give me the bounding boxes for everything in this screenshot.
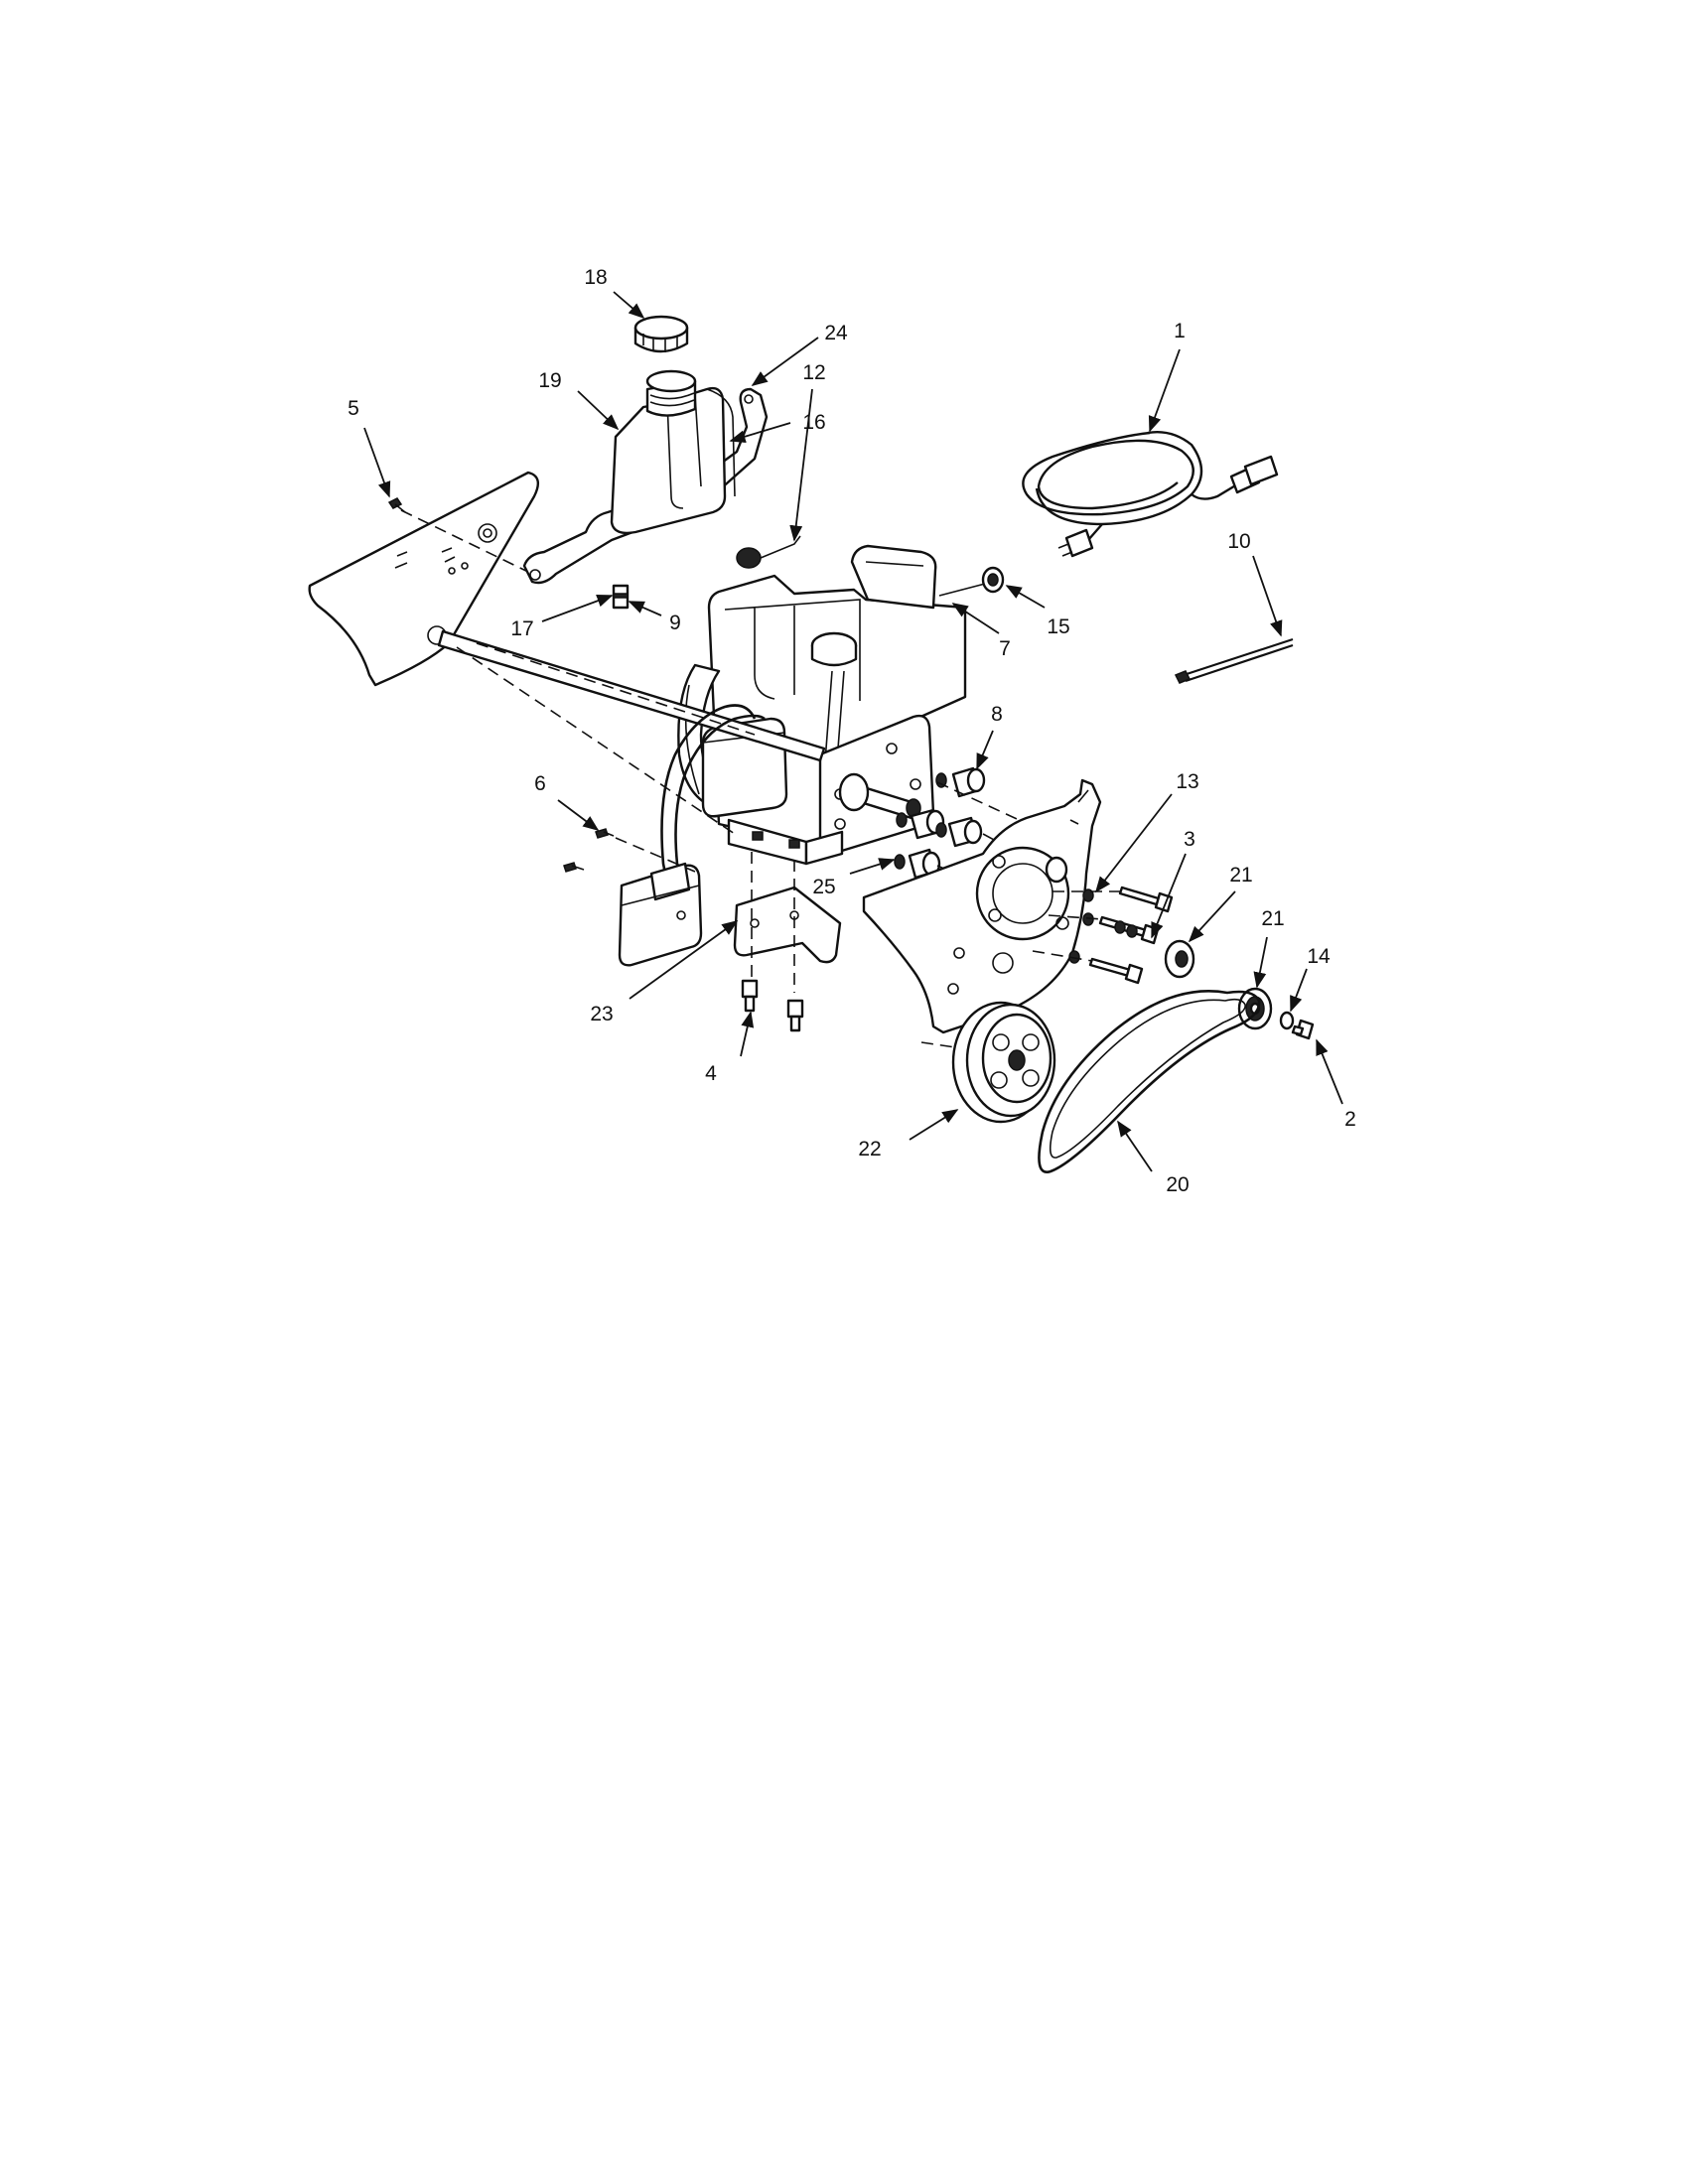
fuel-cap [633, 315, 689, 353]
leader-lines [363, 291, 1343, 1172]
callout-4: 4 [705, 1062, 717, 1085]
callout-9: 9 [669, 612, 681, 634]
spacers [894, 766, 986, 880]
ignition-lead [660, 704, 766, 894]
callout-8: 8 [991, 703, 1003, 726]
callout-19: 19 [538, 369, 561, 392]
callout-15: 15 [1047, 615, 1069, 638]
callout-20: 20 [1166, 1173, 1189, 1196]
bolts-4 [741, 979, 804, 1032]
callout-23: 23 [590, 1003, 613, 1025]
fuel-fitting [612, 584, 630, 610]
callout-24: 24 [824, 322, 848, 344]
callout-16: 16 [802, 411, 825, 434]
callout-10: 10 [1227, 530, 1250, 553]
callout-2: 2 [1344, 1108, 1356, 1131]
right-frame-panel [862, 778, 1102, 1034]
primer-bulb [736, 535, 801, 569]
idler-pulley [1237, 987, 1273, 1030]
drive-belt [1038, 990, 1261, 1173]
mount-bracket [733, 886, 842, 964]
callout-17: 17 [510, 617, 533, 640]
callout-1: 1 [1174, 320, 1186, 342]
callout-18: 18 [584, 266, 607, 289]
left-frame-panel [308, 471, 540, 687]
callout-3: 3 [1184, 828, 1195, 851]
power-cord [1022, 431, 1279, 558]
callouts: 1 2 3 4 5 6 7 8 9 10 12 13 14 15 16 17 1… [348, 266, 1356, 1196]
washer-14 [1279, 1011, 1295, 1030]
callout-22: 22 [858, 1138, 881, 1160]
ignition-module [618, 862, 703, 967]
fuel-tank-bracket [522, 387, 769, 585]
nuts-3 [1114, 920, 1138, 938]
callout-25: 25 [812, 876, 835, 898]
callout-14: 14 [1307, 945, 1331, 968]
cable-tie [1174, 637, 1294, 684]
starter-plug [938, 566, 1005, 597]
callout-21b: 21 [1261, 907, 1284, 930]
callout-5: 5 [348, 397, 359, 420]
callout-7: 7 [999, 637, 1011, 660]
pulley-spacer [1164, 939, 1195, 979]
callout-13: 13 [1176, 770, 1198, 793]
callout-12: 12 [802, 361, 825, 384]
drive-pulley [920, 1001, 1056, 1124]
callout-6: 6 [534, 772, 546, 795]
callout-21a: 21 [1229, 864, 1252, 887]
fuel-tank [610, 369, 736, 535]
bolt-2 [1291, 1019, 1315, 1040]
